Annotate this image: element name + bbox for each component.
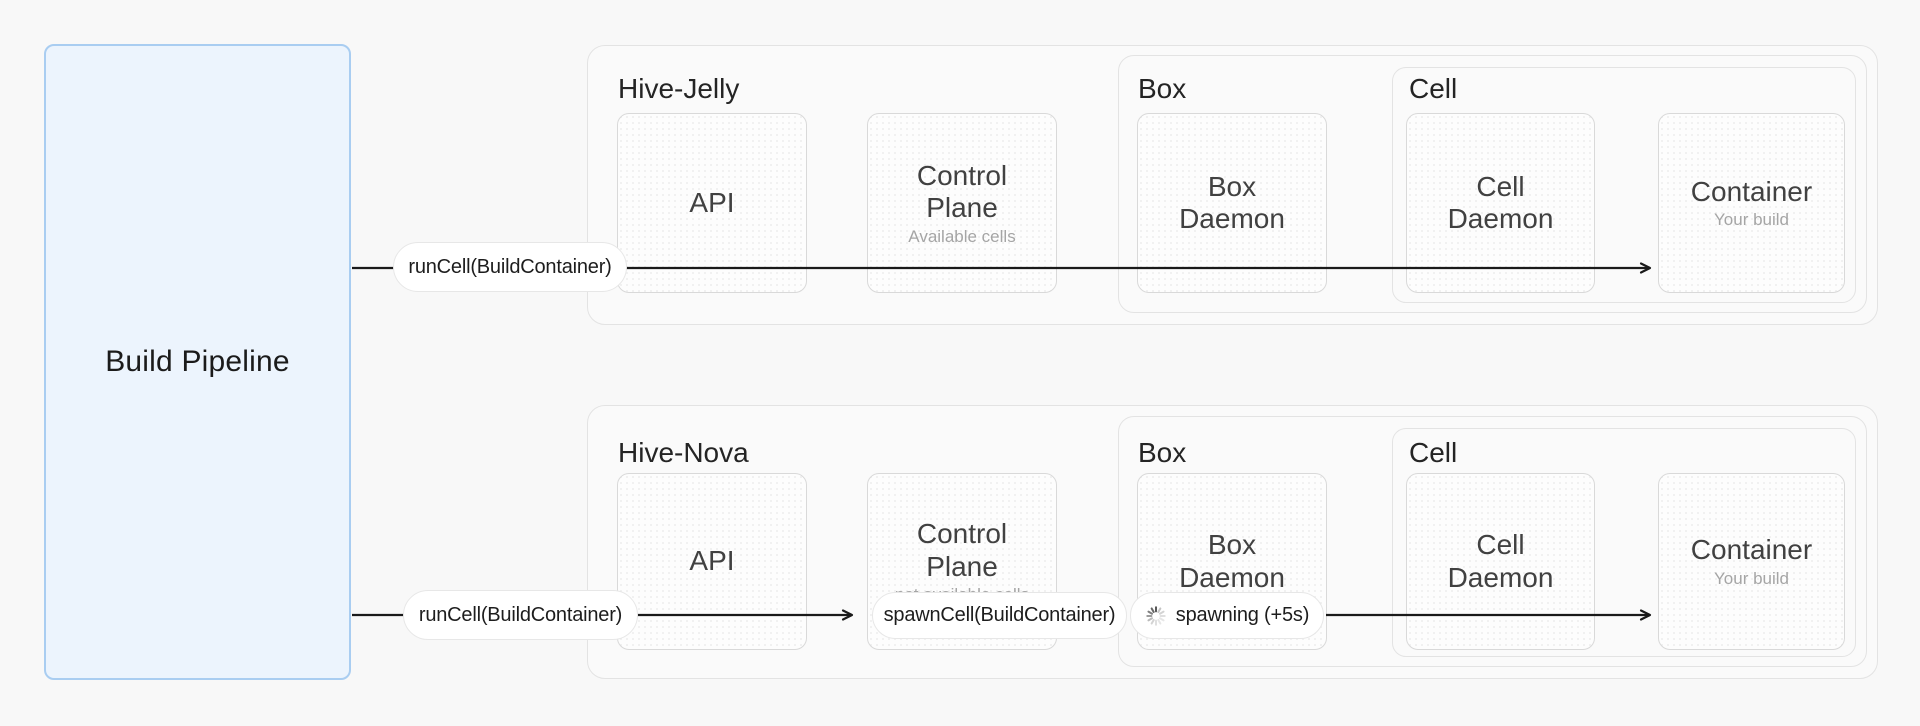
cell-daemon-node: Cell Daemon [1406,473,1595,650]
container-node: Container Your build [1658,113,1845,293]
node-label: Container [1690,175,1813,207]
control-plane-node: Control Plane Available cells [867,113,1057,293]
spawning-status-badge: spawning (+5s) [1130,592,1324,639]
node-label: Control Plane [916,518,1008,582]
runcell-edge-label: runCell(BuildContainer) [393,242,627,292]
node-label: Cell Daemon [1447,529,1554,593]
box-daemon-node: Box Daemon [1137,113,1327,293]
cell-daemon-node: Cell Daemon [1406,113,1595,293]
edge-label-text: spawnCell(BuildContainer) [883,604,1116,626]
hive-group-title: Hive-Nova [618,437,749,468]
spinner-icon [1146,605,1166,626]
container-node: Container Your build [1658,473,1845,650]
node-sublabel: Your build [1714,568,1789,588]
cell-group-title: Cell [1409,437,1458,468]
edge-label-text: runCell(BuildContainer) [408,255,612,278]
node-sublabel: Your build [1714,210,1789,230]
node-label: API [689,545,735,577]
node-sublabel: Available cells [908,226,1016,246]
node-label: API [689,186,735,218]
box-group-title: Box [1138,437,1187,468]
api-node: API [617,113,807,293]
api-node: API [617,473,807,650]
node-label: Control Plane [916,159,1008,224]
status-badge-text: spawning (+5s) [1175,604,1310,626]
node-label: Box Daemon [1179,529,1285,593]
hive-group-title: Hive-Jelly [618,73,740,104]
node-label: Container [1690,534,1813,566]
pipeline-label: Build Pipeline [105,345,290,378]
cell-group-title: Cell [1409,73,1458,104]
pipeline-box: Build Pipeline [44,44,351,680]
node-label: Box Daemon [1179,170,1285,234]
node-label: Cell Daemon [1447,170,1554,234]
runcell-edge-label: runCell(BuildContainer) [403,590,638,640]
box-group-title: Box [1138,73,1187,104]
spawncell-edge-label: spawnCell(BuildContainer) [872,592,1127,639]
edge-label-text: runCell(BuildContainer) [418,603,623,626]
